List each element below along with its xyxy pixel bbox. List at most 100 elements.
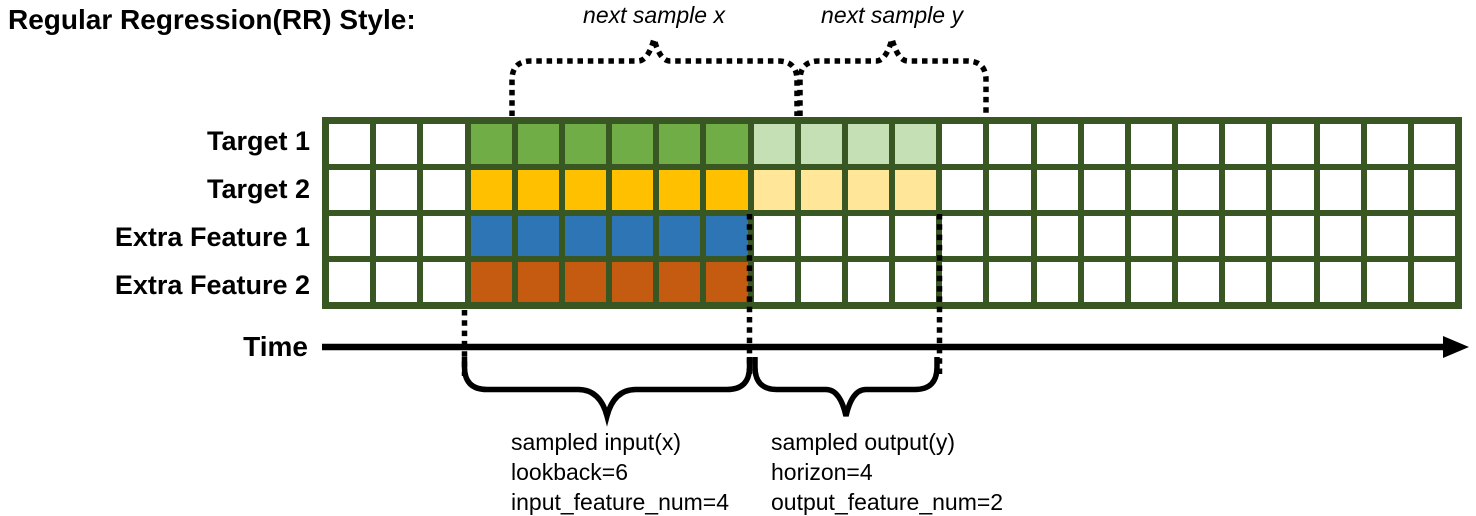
grid-cell — [1178, 124, 1220, 164]
grid-cell — [800, 216, 842, 256]
row-label-target-1: Target 1 — [206, 126, 310, 156]
grid-cell — [659, 170, 701, 210]
grid-cell — [800, 262, 842, 302]
grid-cell — [989, 262, 1031, 302]
grid-cell — [1319, 216, 1361, 256]
grid-cell — [1225, 170, 1267, 210]
row-label-extra-feature-1: Extra Feature 1 — [114, 222, 310, 252]
grid-cell — [1130, 262, 1172, 302]
grid-cell — [1036, 216, 1078, 256]
grid-cell — [329, 170, 371, 210]
grid-cell — [895, 216, 937, 256]
grid-cell — [423, 262, 465, 302]
grid-cell — [1225, 124, 1267, 164]
grid-cell — [376, 216, 418, 256]
grid-cell — [612, 124, 654, 164]
grid-cell — [942, 262, 984, 302]
grid-cell — [942, 170, 984, 210]
grid-cell — [1272, 124, 1314, 164]
grid-cell — [517, 170, 559, 210]
grid-cell — [376, 170, 418, 210]
grid-cell — [1319, 124, 1361, 164]
row-label-target-2: Target 2 — [206, 174, 310, 204]
grid-cell — [612, 170, 654, 210]
grid-cell — [1413, 170, 1455, 210]
sampled-input-annotation: sampled input(x) lookback=6 input_featur… — [511, 427, 729, 516]
grid-cell — [470, 262, 512, 302]
grid-cell — [564, 124, 606, 164]
grid-cell — [1225, 262, 1267, 302]
grid-cell — [1036, 262, 1078, 302]
grid-cell — [989, 170, 1031, 210]
grid-cell — [659, 124, 701, 164]
grid-cell — [517, 262, 559, 302]
output-feature-num-line: output_feature_num=2 — [771, 489, 1004, 515]
grid-cell — [612, 216, 654, 256]
grid-cell — [847, 262, 889, 302]
grid-cell — [1130, 124, 1172, 164]
grid-cell — [659, 262, 701, 302]
grid-cell — [1130, 216, 1172, 256]
grid-cell — [1319, 262, 1361, 302]
grid-cell — [800, 124, 842, 164]
grid-cell — [423, 170, 465, 210]
grid-cell — [1083, 170, 1125, 210]
grid-cell — [942, 216, 984, 256]
grid-cell — [847, 124, 889, 164]
grid-cell — [564, 170, 606, 210]
time-axis-label: Time — [243, 331, 308, 362]
grid-cell — [1272, 262, 1314, 302]
grid-cell — [1178, 170, 1220, 210]
grid-cell — [423, 216, 465, 256]
next-sample-x-brace — [509, 28, 800, 116]
next-sample-y-brace — [797, 28, 989, 116]
grid-cell — [1272, 216, 1314, 256]
horizon-line: horizon=4 — [771, 459, 873, 485]
grid-cell — [706, 216, 748, 256]
sample-grid — [322, 117, 1462, 309]
grid-cell — [517, 124, 559, 164]
grid-cell — [470, 124, 512, 164]
next-sample-x-label: next sample x — [583, 2, 725, 28]
grid-cell — [564, 216, 606, 256]
grid-cell — [1130, 170, 1172, 210]
grid-cell — [800, 170, 842, 210]
grid-cell — [329, 216, 371, 256]
grid-cell — [1413, 262, 1455, 302]
grid-cell — [1366, 124, 1408, 164]
grid-cell — [1225, 216, 1267, 256]
grid-cell — [1083, 124, 1125, 164]
grid-cell — [753, 170, 795, 210]
grid-cell — [470, 170, 512, 210]
grid-cell — [847, 216, 889, 256]
grid-cell — [612, 262, 654, 302]
grid-cell — [895, 124, 937, 164]
grid-cell — [942, 124, 984, 164]
row-label-extra-feature-2: Extra Feature 2 — [114, 270, 310, 300]
page-title: Regular Regression(RR) Style: — [8, 4, 416, 35]
grid-cell — [1319, 170, 1361, 210]
grid-cell — [989, 124, 1031, 164]
grid-cell — [895, 262, 937, 302]
input-feature-num-line: input_feature_num=4 — [511, 489, 730, 515]
grid-cell — [847, 170, 889, 210]
grid-cell — [1272, 170, 1314, 210]
sampled-input-line: sampled input(x) — [511, 429, 682, 455]
grid-cell — [329, 124, 371, 164]
grid-cell — [706, 124, 748, 164]
grid-cell — [1036, 124, 1078, 164]
grid-cell — [706, 262, 748, 302]
grid-cell — [1413, 216, 1455, 256]
lookback-line: lookback=6 — [511, 459, 628, 485]
grid-cell — [895, 170, 937, 210]
grid-cell — [517, 216, 559, 256]
grid-cell — [564, 262, 606, 302]
next-sample-y-label: next sample y — [821, 2, 963, 28]
grid-cell — [470, 216, 512, 256]
grid-cell — [1036, 170, 1078, 210]
grid-cell — [989, 216, 1031, 256]
grid-cell — [753, 262, 795, 302]
sampled-output-annotation: sampled output(y) horizon=4 output_featu… — [771, 427, 1003, 516]
time-axis-arrowhead-icon — [1443, 336, 1469, 358]
grid-cell — [1413, 124, 1455, 164]
